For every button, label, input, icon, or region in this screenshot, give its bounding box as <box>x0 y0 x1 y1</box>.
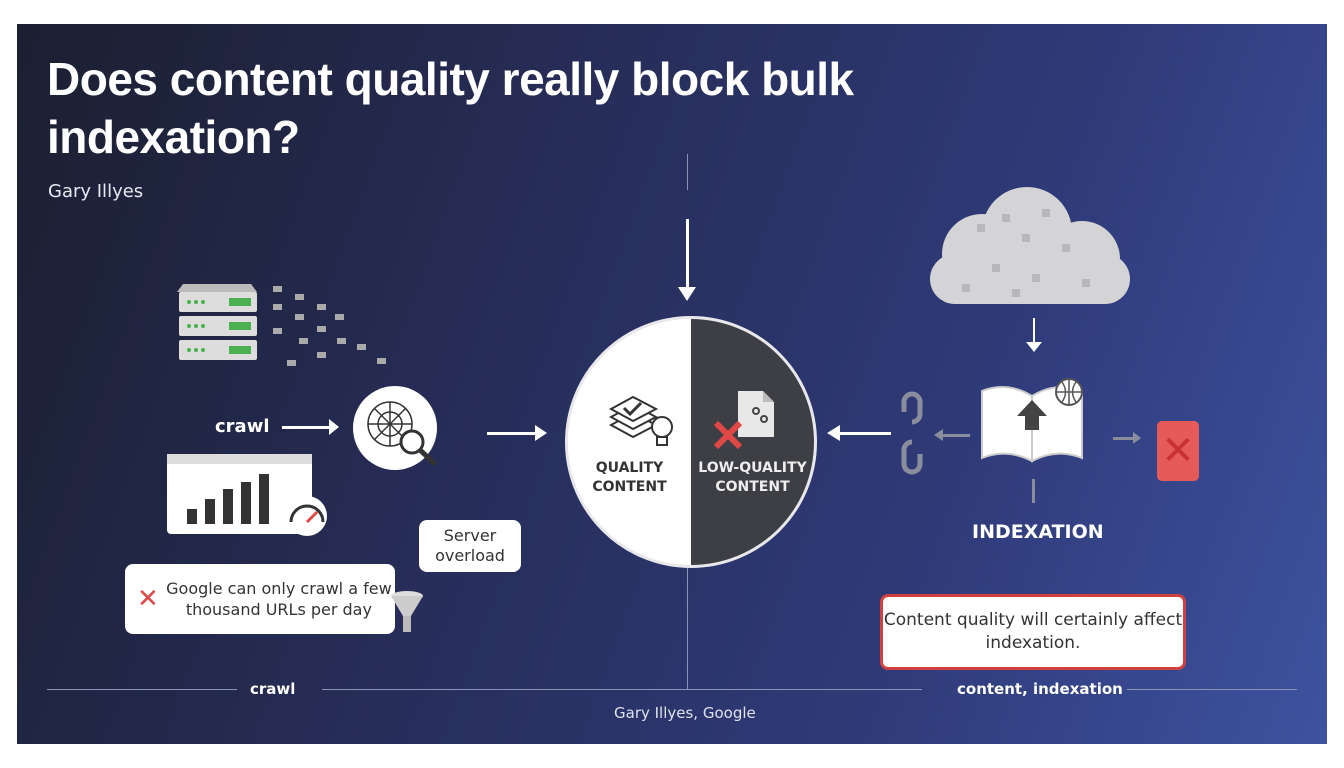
server-icon <box>177 284 386 366</box>
spider-web-search-icon <box>353 386 437 470</box>
divider <box>1127 689 1297 690</box>
arrow-head-icon <box>1026 342 1042 352</box>
crawl-label: crawl <box>215 416 270 437</box>
arrow-head-icon <box>827 425 840 441</box>
divider <box>322 689 922 690</box>
author: Gary Illyes <box>48 181 144 202</box>
book-upload-icon <box>981 378 1083 463</box>
arrow-head-icon <box>934 429 943 441</box>
quality-stack-icon <box>608 395 673 446</box>
rejected-x-icon: ✕ <box>1157 421 1199 481</box>
connector-line <box>1032 479 1035 503</box>
crawl-limit-text: Google can only crawl a few thousand URL… <box>166 579 392 619</box>
indexation-label: INDEXATION <box>972 521 1104 543</box>
divider <box>47 689 237 690</box>
low-quality-doc-icon <box>713 391 774 450</box>
x-icon: ✕ <box>137 583 159 614</box>
footer-content-label: content, indexation <box>957 680 1123 698</box>
arrow-icon <box>839 432 891 435</box>
arrow-head-icon <box>535 425 547 441</box>
quality-circle: QUALITY CONTENT LOW-QUALITY CONTENT <box>565 316 817 568</box>
divider <box>687 154 688 190</box>
arrow-icon <box>487 432 537 435</box>
server-overload-bubble: Server overload <box>419 520 521 572</box>
slide: Does content quality really block bulk i… <box>17 24 1327 744</box>
funnel-icon <box>391 591 423 632</box>
divider <box>687 564 688 689</box>
arrow-icon <box>1113 437 1135 440</box>
arrow-head-icon <box>678 287 696 301</box>
quality-content-label: QUALITY CONTENT <box>592 460 667 495</box>
page-title: Does content quality really block bulk i… <box>47 53 854 163</box>
footer-credit: Gary Illyes, Google <box>614 704 756 722</box>
broken-link-icon <box>901 391 923 475</box>
arrow-head-icon <box>329 419 339 435</box>
arrow-icon <box>942 434 970 437</box>
low-quality-content-label: LOW-QUALITY CONTENT <box>698 460 807 495</box>
conclusion-box: Content quality will certainly affect in… <box>880 594 1186 670</box>
arrow-icon <box>686 219 689 289</box>
arrow-icon <box>1033 318 1035 342</box>
footer-crawl-label: crawl <box>250 680 296 698</box>
bar-chart-gauge-icon <box>167 454 327 536</box>
crawl-limit-note: ✕ Google can only crawl a few thousand U… <box>125 564 395 634</box>
arrow-head-icon <box>1133 432 1141 444</box>
cloud-icon <box>930 187 1130 304</box>
arrow-icon <box>282 426 332 429</box>
